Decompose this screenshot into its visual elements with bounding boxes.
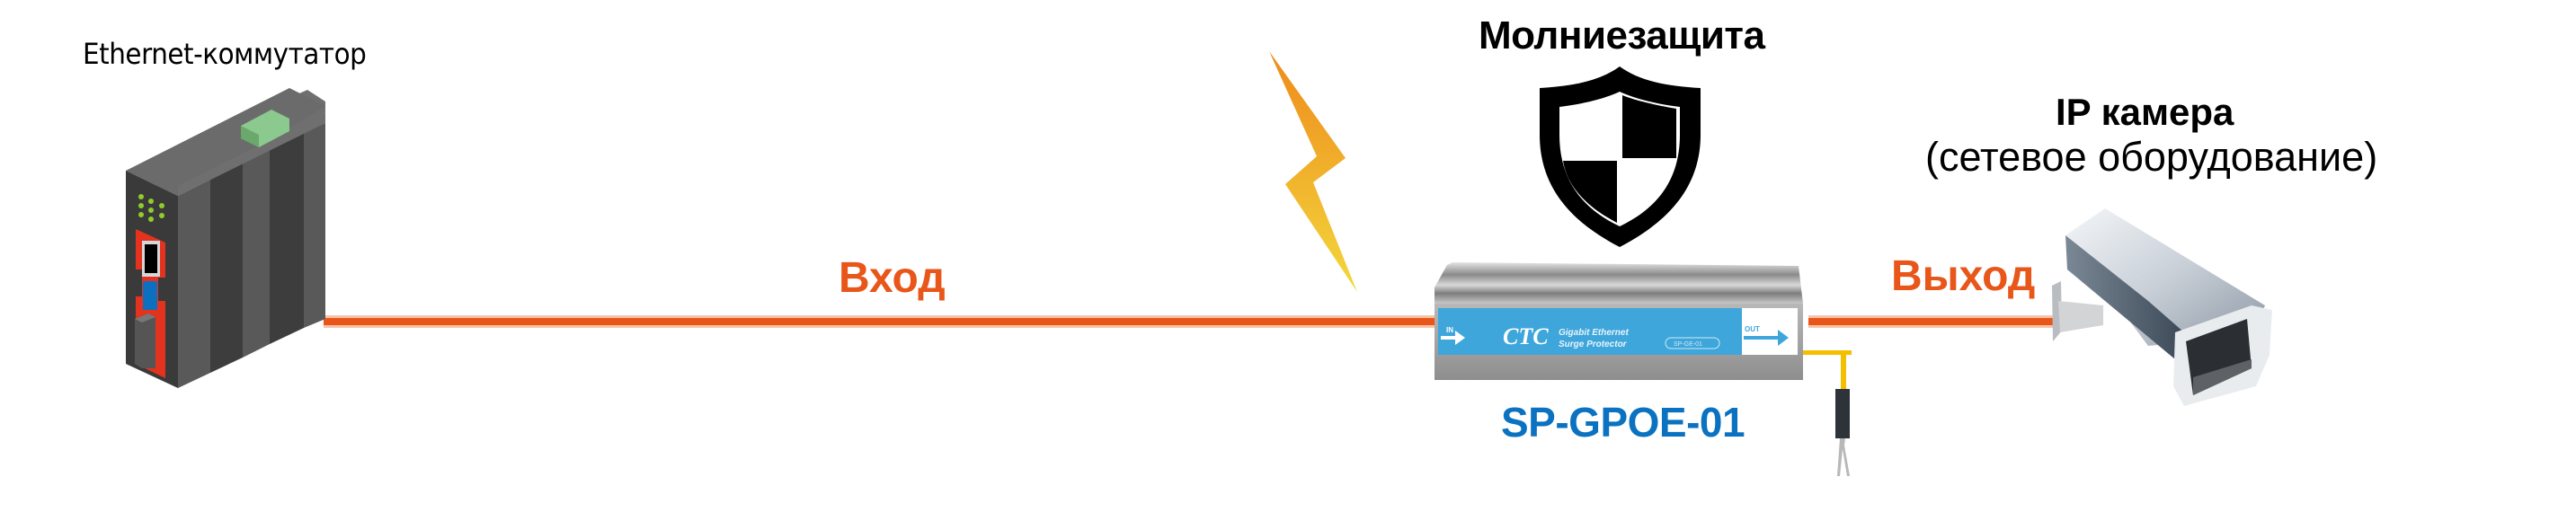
lightning-icon [1269, 51, 1357, 292]
output-label: Выход [1891, 252, 2036, 300]
camera-title: IP камера [2056, 91, 2234, 133]
device-model-label: SP-GPOE-01 [1501, 399, 1745, 446]
shield-icon [1540, 66, 1701, 247]
ip-camera-icon [2052, 208, 2272, 406]
port-in-label: IN [1446, 326, 1453, 334]
switch-icon [126, 88, 325, 388]
input-label: Вход [839, 254, 946, 302]
cable-in [324, 315, 1438, 328]
surge-protector-icon: IN CTC Gigabit Ethernet Surge Protector … [1435, 262, 1803, 380]
camera-subtitle: (сетевое оборудование) [1925, 134, 2378, 180]
device-desc-line2: Surge Protector [1559, 340, 1628, 349]
device-badge: SP-GE-01 [1674, 341, 1702, 348]
port-out-label: OUT [1745, 325, 1760, 333]
cable-out [1808, 315, 2087, 328]
brand-logo: CTC [1503, 323, 1549, 349]
ground-wire-icon [1803, 350, 1852, 476]
switch-label: Ethernet-коммутатор [83, 37, 367, 71]
protection-label: Молниезащита [1479, 13, 1765, 57]
device-desc-line1: Gigabit Ethernet [1559, 328, 1629, 338]
